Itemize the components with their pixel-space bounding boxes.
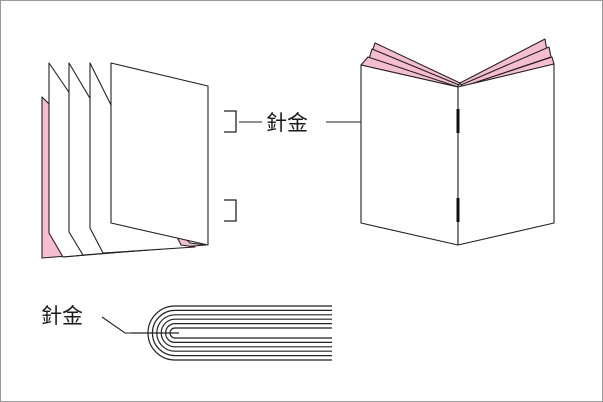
- wire-leader-line-bottom: [101, 316, 135, 334]
- booklet-cover-left: [360, 64, 459, 246]
- folded-sheet-2: [165, 323, 332, 343]
- staple-marker-bottom: [224, 199, 237, 222]
- sheet-stack-illustration: [41, 62, 209, 259]
- staple-marker-top: [224, 110, 237, 133]
- folded-sheets-cross-section: [131, 305, 332, 361]
- booklet-cover-right: [457, 63, 555, 246]
- folded-sheet-4: [156, 314, 332, 352]
- folded-sheet-1: [169, 327, 332, 339]
- bound-booklet-illustration: [360, 38, 555, 246]
- folded-sheet-5: [151, 309, 332, 357]
- top-sheet: [110, 62, 209, 246]
- wire-label-top: 針金: [266, 111, 308, 135]
- staple-markers: [224, 110, 237, 222]
- wire-label-bottom: 針金: [41, 304, 83, 328]
